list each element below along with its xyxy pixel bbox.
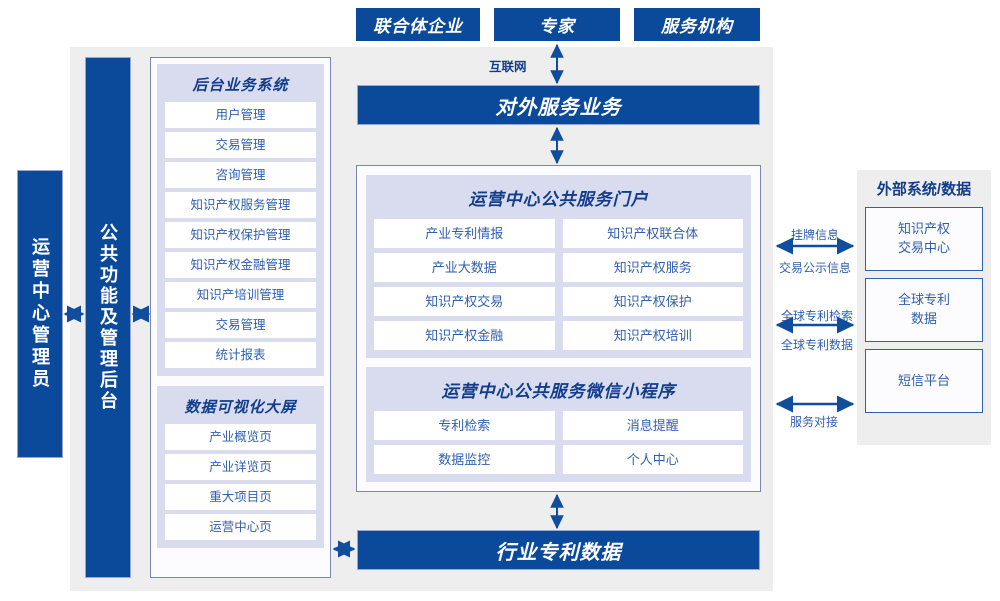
group-title-dashboard: 数据可视化大屏	[184, 399, 297, 416]
list-item[interactable]: 产业概览页	[165, 424, 316, 450]
list-item[interactable]: 交易管理	[165, 132, 316, 158]
actor-box-alliance-enterprise[interactable]: 联合体企业	[356, 8, 480, 41]
group-backoffice-business-system: 后台业务系统 用户管理 交易管理 咨询管理 知识产权服务管理 知识产权保护管理 …	[157, 64, 324, 376]
connector-label-trade-public-info: 交易公示信息	[779, 261, 852, 275]
list-item[interactable]: 知识产权服务	[562, 253, 743, 282]
list-item[interactable]: 知识产培训管理	[165, 282, 316, 308]
list-item[interactable]: 运营中心页	[165, 514, 316, 540]
actor-box-service-agency[interactable]: 服务机构	[634, 8, 760, 41]
external-systems-panel: 外部系统/数据 知识产权交易中心 全球专利数据 短信平台	[857, 170, 991, 445]
external-system-box[interactable]: 短信平台	[865, 349, 983, 413]
list-item[interactable]: 知识产权金融管理	[165, 252, 316, 278]
list-item[interactable]: 知识产权金融	[374, 321, 555, 350]
vertical-bar-operator[interactable]: 运营中心管理员	[17, 170, 63, 458]
list-item[interactable]: 知识产权保护	[562, 287, 743, 316]
list-item[interactable]: 专利检索	[374, 411, 555, 440]
center-panel: 运营中心公共服务门户 产业专利情报 知识产权联合体 产业大数据 知识产权服务 知…	[356, 165, 761, 492]
vertical-bar-admin-backend[interactable]: 公共功能及管理后台	[85, 57, 131, 578]
list-item[interactable]: 知识产权联合体	[562, 219, 743, 248]
list-item[interactable]: 产业专利情报	[374, 219, 555, 248]
group-title-miniprogram: 运营中心公共服务微信小程序	[441, 382, 676, 401]
backoffice-panel: 后台业务系统 用户管理 交易管理 咨询管理 知识产权服务管理 知识产权保护管理 …	[150, 57, 331, 578]
industry-patent-data-bar[interactable]: 行业专利数据	[357, 530, 760, 570]
list-item[interactable]: 产业大数据	[374, 253, 555, 282]
list-item[interactable]: 知识产权培训	[562, 321, 743, 350]
list-item[interactable]: 用户管理	[165, 102, 316, 128]
external-system-box[interactable]: 知识产权交易中心	[865, 207, 983, 271]
miniprogram-item-grid: 专利检索 消息提醒 数据监控 个人中心	[374, 411, 743, 474]
list-item[interactable]: 重大项目页	[165, 484, 316, 510]
group-title-backoffice: 后台业务系统	[192, 77, 289, 94]
external-systems-title: 外部系统/数据	[876, 181, 972, 198]
external-system-box[interactable]: 全球专利数据	[865, 278, 983, 342]
group-wechat-miniprogram: 运营中心公共服务微信小程序 专利检索 消息提醒 数据监控 个人中心	[366, 367, 751, 482]
list-item[interactable]: 知识产权保护管理	[165, 222, 316, 248]
portal-item-grid: 产业专利情报 知识产权联合体 产业大数据 知识产权服务 知识产权交易 知识产权保…	[374, 219, 743, 350]
list-item[interactable]: 消息提醒	[562, 411, 743, 440]
actor-box-expert[interactable]: 专家	[494, 8, 620, 41]
list-item[interactable]: 数据监控	[374, 445, 555, 474]
list-item[interactable]: 咨询管理	[165, 162, 316, 188]
list-item[interactable]: 知识产权服务管理	[165, 192, 316, 218]
list-item[interactable]: 交易管理	[165, 312, 316, 338]
connector-label-listing-info: 挂牌信息	[791, 228, 840, 242]
connector-label-service-docking: 服务对接	[790, 415, 839, 429]
list-item[interactable]: 知识产权交易	[374, 287, 555, 316]
list-item[interactable]: 产业详览页	[165, 454, 316, 480]
group-public-service-portal: 运营中心公共服务门户 产业专利情报 知识产权联合体 产业大数据 知识产权服务 知…	[366, 175, 751, 358]
group-title-portal: 运营中心公共服务门户	[468, 190, 649, 209]
list-item[interactable]: 个人中心	[562, 445, 743, 474]
connector-label-global-patent-data: 全球专利数据	[781, 338, 854, 352]
connector-label-internet: 互联网	[489, 60, 527, 74]
external-service-business-bar[interactable]: 对外服务业务	[357, 85, 760, 125]
list-item[interactable]: 统计报表	[165, 342, 316, 368]
connector-label-global-patent-search: 全球专利检索	[781, 309, 854, 323]
group-data-visualization-dashboard: 数据可视化大屏 产业概览页 产业详览页 重大项目页 运营中心页	[157, 386, 324, 548]
